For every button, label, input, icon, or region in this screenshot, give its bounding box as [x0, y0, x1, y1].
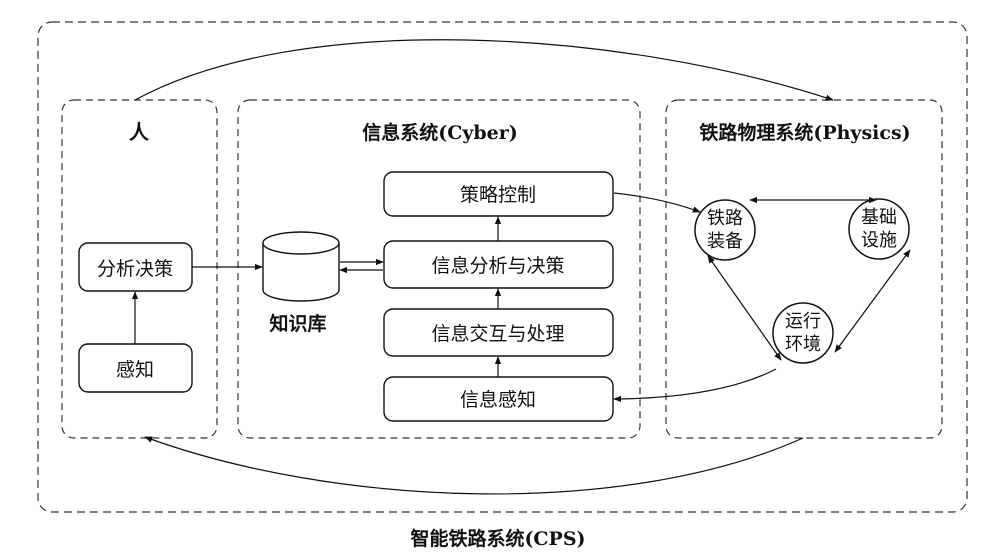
cyber-title: 信息系统(Cyber) [362, 121, 518, 144]
physics-section [665, 99, 943, 439]
human-decision-label: 分析决策 [97, 258, 173, 280]
knowledge-base-cylinder [262, 231, 340, 302]
strategy-control-label: 策略控制 [460, 184, 536, 206]
arrow-physics-to-human [144, 436, 804, 495]
arrow-environment-to-perception [613, 368, 777, 403]
analysis-decision-label: 信息分析与决策 [431, 255, 564, 277]
human-perception-label: 感知 [116, 359, 154, 381]
equipment-label-line2: 装备 [707, 231, 743, 252]
strategy-control-box [383, 171, 614, 217]
infrastructure-label-line2: 设施 [861, 230, 897, 251]
arrow-infrastructure-environment [834, 249, 911, 353]
human-title: 人 [129, 120, 150, 144]
arrow-human-to-physics [134, 39, 834, 101]
arrow-strategy-to-equipment [613, 192, 701, 213]
cyber-perception-label: 信息感知 [460, 389, 536, 411]
environment-label-line2: 环境 [785, 334, 821, 355]
human-section [61, 99, 218, 439]
environment-label-line1: 运行 [785, 311, 821, 332]
interaction-processing-label: 信息交互与处理 [431, 323, 564, 345]
physics-title: 铁路物理系统(Physics) [699, 121, 910, 144]
cps-caption: 智能铁路系统(CPS) [410, 527, 585, 550]
infrastructure-label-line1: 基础 [861, 207, 897, 228]
equipment-label-line1: 铁路 [707, 208, 743, 229]
cyber-section [237, 99, 641, 439]
arrow-equipment-environment [707, 255, 782, 361]
knowledge-base-label: 知识库 [269, 312, 326, 335]
